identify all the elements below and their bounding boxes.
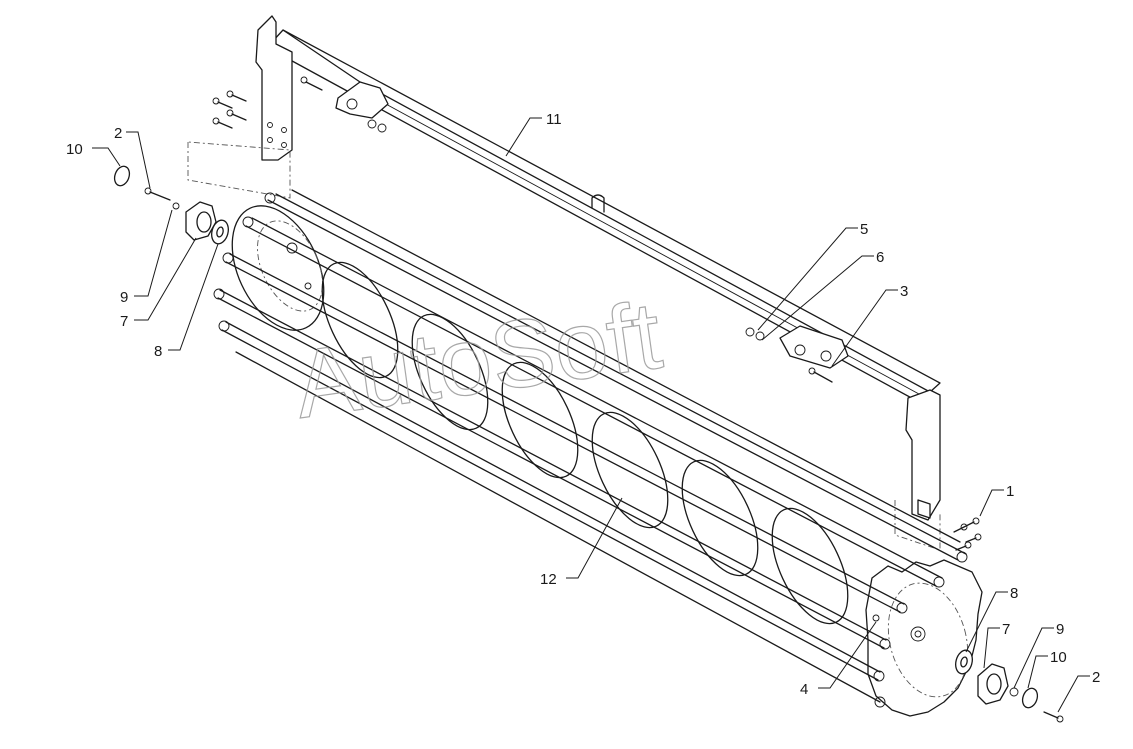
washer-9-right xyxy=(1009,687,1019,697)
callout-9-right: 9 xyxy=(1056,621,1064,638)
callout-6: 6 xyxy=(876,249,884,266)
callout-5: 5 xyxy=(860,221,868,238)
cap-10-right xyxy=(1021,687,1039,709)
callout-7-left: 7 xyxy=(120,313,128,330)
callout-3: 3 xyxy=(900,283,908,300)
cap-10-left xyxy=(113,165,131,187)
callout-12: 12 xyxy=(540,571,557,588)
leader-lines xyxy=(92,117,1090,713)
frame-beam xyxy=(212,15,982,551)
bolt-2-left xyxy=(149,191,171,201)
ring-8-right xyxy=(955,649,973,675)
washer-9-left xyxy=(172,202,180,210)
roller-cage xyxy=(213,189,983,717)
callout-7-right: 7 xyxy=(1002,621,1010,638)
bolt-2-right xyxy=(1043,711,1059,719)
callout-8-left: 8 xyxy=(154,343,162,360)
bolt-set-left xyxy=(212,90,247,129)
callout-10-left: 10 xyxy=(66,141,83,158)
callout-10-right: 10 xyxy=(1050,649,1067,666)
bearing-7-right xyxy=(977,663,1009,705)
alignment-line-left xyxy=(187,141,291,199)
callouts: 10 2 9 7 8 11 5 6 3 1 12 8 7 9 10 2 4 xyxy=(66,111,1100,698)
bolt-set-right xyxy=(953,517,982,551)
bearing-7-left xyxy=(185,201,217,241)
callout-1: 1 xyxy=(1006,483,1014,500)
callout-2-left: 2 xyxy=(114,125,122,142)
right-bearing-assembly xyxy=(955,649,1064,723)
callout-2-right: 2 xyxy=(1092,669,1100,686)
callout-11: 11 xyxy=(546,111,562,128)
callout-8-right: 8 xyxy=(1010,585,1018,602)
callout-4: 4 xyxy=(800,681,808,698)
watermark-text: AutoSoft xyxy=(288,282,668,439)
ring-8-left xyxy=(211,219,229,245)
left-bearing-assembly xyxy=(113,165,229,245)
callout-9-left: 9 xyxy=(120,289,128,306)
